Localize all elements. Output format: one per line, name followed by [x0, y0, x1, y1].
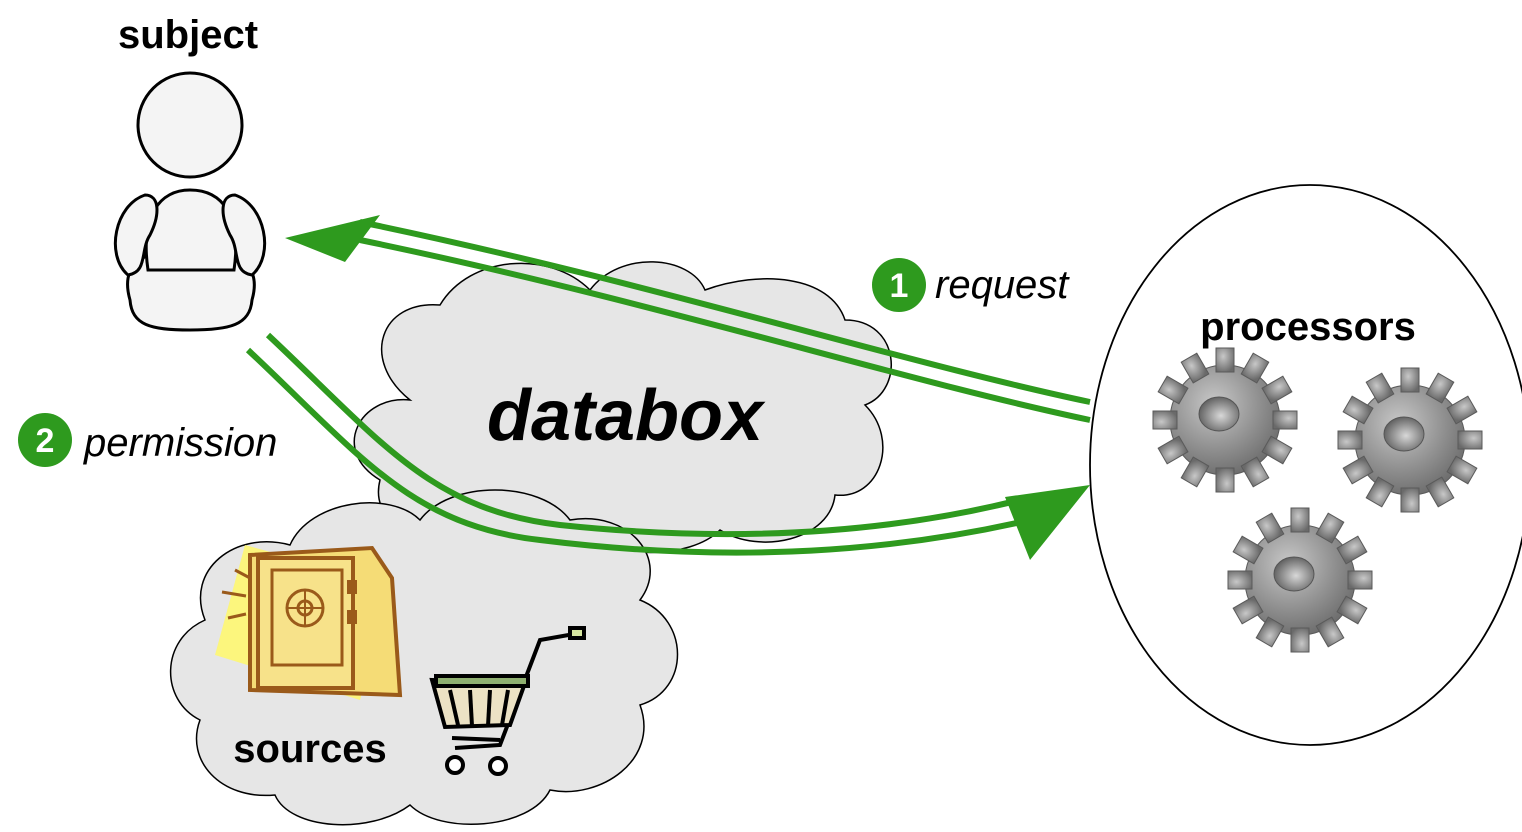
- step-1-badge: 1: [872, 258, 926, 312]
- svg-text:2: 2: [36, 422, 55, 460]
- person-icon: [113, 71, 267, 332]
- processors-label: processors: [1200, 305, 1416, 349]
- request-label: request: [935, 263, 1070, 307]
- gear-icon: [1337, 367, 1483, 513]
- step-2-badge: 2: [18, 413, 72, 467]
- subject-label: subject: [118, 13, 258, 57]
- databox-label: databox: [487, 376, 766, 456]
- safe-icon: [215, 545, 403, 700]
- svg-text:1: 1: [890, 267, 909, 305]
- sources-label: sources: [233, 727, 386, 771]
- request-arrow: [285, 215, 1091, 423]
- gear-icon: [1227, 507, 1373, 653]
- gear-icon: [1152, 347, 1298, 493]
- processors-ellipse: [1089, 184, 1522, 746]
- permission-label: permission: [83, 421, 277, 465]
- permission-arrow: [245, 332, 1090, 560]
- shopping-cart-icon: [429, 626, 586, 776]
